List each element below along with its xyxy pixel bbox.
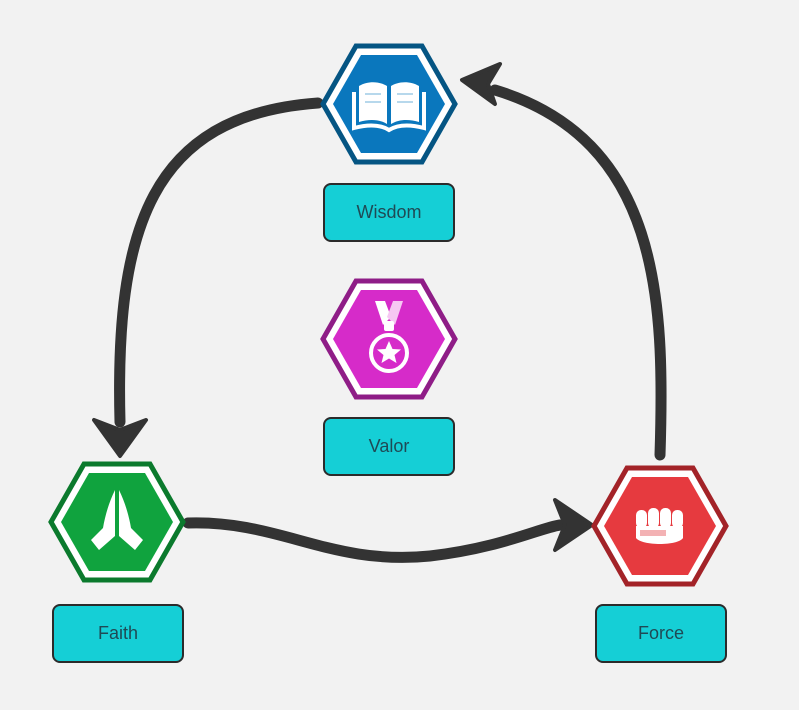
node-label-text: Faith — [97, 623, 139, 643]
node-label-wisdom[interactable]: Wisdom — [323, 183, 455, 242]
edge-wisdom-to-faith[interactable] — [92, 97, 324, 458]
node-label-force[interactable]: Force — [595, 604, 727, 663]
node-force[interactable] — [591, 465, 729, 587]
node-label-text: Force — [637, 623, 684, 643]
medal-icon — [369, 301, 409, 373]
node-label-text: Wisdom — [356, 202, 422, 222]
node-wisdom[interactable] — [320, 43, 458, 165]
node-label-valor[interactable]: Valor — [323, 417, 455, 476]
praying-hands-icon — [91, 490, 143, 550]
book-icon — [352, 82, 426, 133]
node-label-faith[interactable]: Faith — [52, 604, 184, 663]
node-label-text: Valor — [368, 436, 410, 456]
edge-faith-to-force[interactable] — [182, 498, 594, 563]
edge-force-to-wisdom[interactable] — [460, 62, 667, 461]
node-valor[interactable] — [320, 278, 458, 400]
fist-icon — [636, 508, 683, 544]
node-faith[interactable] — [48, 461, 186, 583]
